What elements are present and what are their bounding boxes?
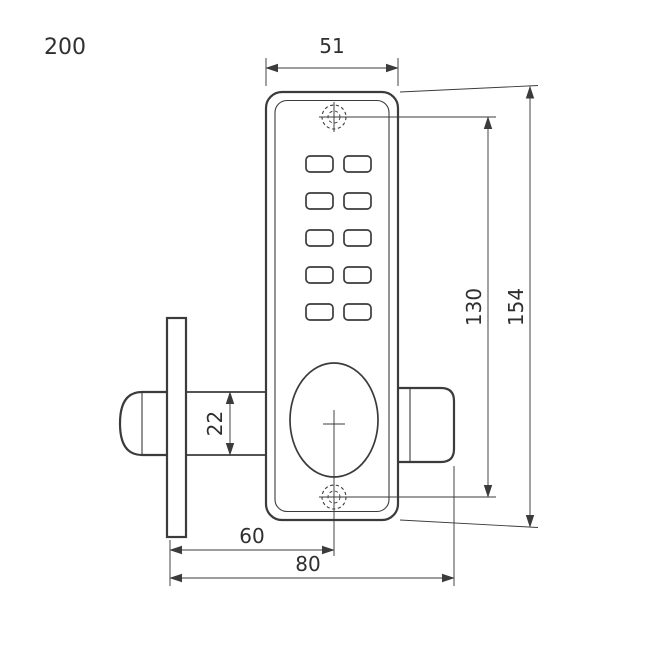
- dimension-60: 60: [169, 524, 335, 586]
- bottom-screw-hole: [319, 484, 349, 510]
- rear-mounting-piece: [398, 386, 456, 464]
- dimension-22: 22: [203, 391, 235, 456]
- latch-bolt: [118, 390, 167, 457]
- dim-60-label: 60: [239, 524, 264, 548]
- latch-assembly: [118, 316, 266, 539]
- lock-body-outer-outline: [264, 90, 400, 522]
- dim-154-label: 154: [504, 288, 528, 326]
- dim-154-extension-bottom: [399, 519, 539, 528]
- lock-body-inner-outline: [274, 99, 390, 513]
- faceplate: [165, 316, 188, 539]
- keypad-button: [343, 266, 372, 284]
- dim-130-label: 130: [462, 288, 486, 326]
- part-number-label: 200: [44, 35, 86, 60]
- dimension-80: 80: [169, 466, 455, 586]
- rear-piece-outline: [398, 386, 456, 464]
- keypad-button: [343, 155, 372, 173]
- top-screw-hole: [319, 102, 349, 132]
- keypad-button: [343, 192, 372, 210]
- keypad-button: [343, 303, 372, 321]
- dimension-51: 51: [265, 34, 399, 86]
- dimension-130: 130: [348, 116, 496, 498]
- keypad-button: [305, 266, 334, 284]
- keypad-button: [305, 192, 334, 210]
- dim-22-label: 22: [203, 411, 227, 436]
- dimension-154: 154: [399, 85, 539, 528]
- keypad-button: [305, 229, 334, 247]
- dim-51-label: 51: [319, 34, 344, 58]
- dim-80-label: 80: [295, 552, 320, 576]
- lock-body: [264, 90, 400, 522]
- keypad-button: [305, 155, 334, 173]
- keypad-button: [343, 229, 372, 247]
- keypad-button: [305, 303, 334, 321]
- dim-154-extension-top: [399, 85, 539, 93]
- keypad: [305, 155, 372, 321]
